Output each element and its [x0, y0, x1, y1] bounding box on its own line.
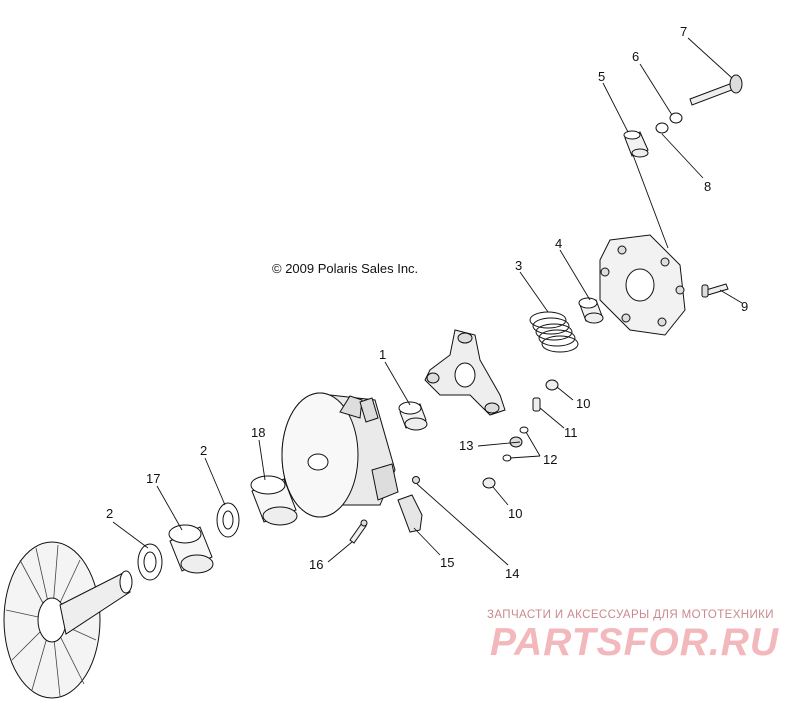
callout-12: 12 — [543, 452, 557, 467]
bushing-1 — [398, 401, 428, 431]
roller-10-lower — [482, 477, 496, 489]
callout-1: 1 — [379, 347, 386, 362]
callout-7: 7 — [680, 24, 687, 39]
bolt-7 — [689, 74, 743, 106]
watermark-tagline: ЗАПЧАСТИ И АКСЕССУАРЫ ДЛЯ МОТОТЕХНИКИ — [487, 609, 774, 621]
fixed-sheave — [3, 541, 133, 699]
callout-3: 3 — [515, 258, 522, 273]
callout-10-upper: 10 — [576, 396, 590, 411]
weight-15 — [397, 494, 423, 533]
bushing-18 — [250, 475, 298, 526]
bushing-17 — [168, 524, 214, 574]
callout-5: 5 — [598, 69, 605, 84]
spring-3 — [529, 311, 579, 353]
washer-8 — [655, 122, 669, 134]
moveable-sheave — [281, 392, 399, 518]
spacer-5 — [623, 130, 649, 158]
bolt-9 — [701, 283, 729, 298]
washer-12-upper — [519, 426, 529, 434]
washer-6 — [669, 112, 683, 124]
roller-10-upper — [545, 379, 559, 391]
watermark-brand-logo: PARTSFOR.RU — [490, 621, 780, 664]
washer-middle — [216, 502, 240, 538]
cover — [599, 234, 686, 336]
callout-16: 16 — [309, 557, 323, 572]
washer-left — [137, 543, 163, 581]
callout-6: 6 — [632, 49, 639, 64]
washer-12-lower — [502, 454, 512, 462]
pin-11 — [532, 397, 541, 412]
nut-14 — [412, 476, 420, 484]
callout-2-left: 2 — [106, 506, 113, 521]
callout-11: 11 — [564, 425, 578, 440]
callout-10-lower: 10 — [508, 506, 522, 521]
callout-8: 8 — [704, 179, 711, 194]
callout-2-middle: 2 — [200, 443, 207, 458]
callout-labels: 1 2 2 3 4 5 6 7 8 9 10 10 11 12 13 14 15… — [106, 24, 748, 581]
pin-16 — [349, 519, 368, 544]
copyright-notice: © 2009 Polaris Sales Inc. — [272, 261, 419, 276]
callout-4: 4 — [555, 236, 562, 251]
callout-17: 17 — [146, 471, 160, 486]
callout-15: 15 — [440, 555, 454, 570]
leader-lines — [112, 37, 743, 566]
callout-18: 18 — [251, 425, 265, 440]
callout-14: 14 — [505, 566, 519, 581]
spider — [424, 329, 506, 416]
callout-13: 13 — [459, 438, 473, 453]
callout-9: 9 — [741, 299, 748, 314]
bushing-4 — [578, 297, 604, 324]
